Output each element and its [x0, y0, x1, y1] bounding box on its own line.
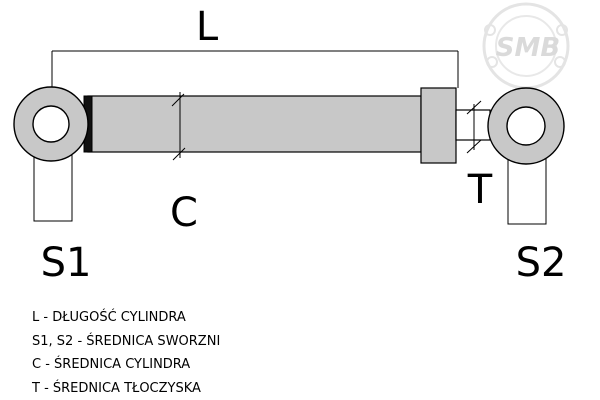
smb-logo: SMB — [482, 2, 570, 90]
legend-item-pins: S1, S2 - ŚREDNICA SWORZNI — [32, 333, 221, 349]
cylinder-body — [87, 95, 422, 153]
label-t: T — [467, 167, 493, 213]
label-s1: S1 — [41, 240, 92, 286]
cylinder-diameter-marker — [171, 92, 186, 161]
cylinder-gland — [420, 87, 457, 164]
piston-rod — [455, 109, 491, 141]
eye-s2 — [487, 87, 565, 165]
label-l: L — [196, 4, 219, 50]
legend-item-cylinder: C - ŚREDNICA CYLINDRA — [32, 357, 191, 372]
label-c: C — [170, 190, 198, 236]
legend-item-length: L - DŁUGOŚĆ CYLINDRA — [32, 310, 186, 325]
smb-logo-text: SMB — [496, 33, 560, 63]
length-dimension — [51, 50, 459, 92]
label-s2: S2 — [516, 240, 567, 286]
legend: L - DŁUGOŚĆ CYLINDRA S1, S2 - ŚREDNICA S… — [32, 306, 220, 400]
eye-s1 — [13, 86, 89, 162]
rod-diameter-marker — [466, 100, 482, 154]
legend-item-rod: T - ŚREDNICA TŁOCZYSKA — [32, 380, 201, 396]
